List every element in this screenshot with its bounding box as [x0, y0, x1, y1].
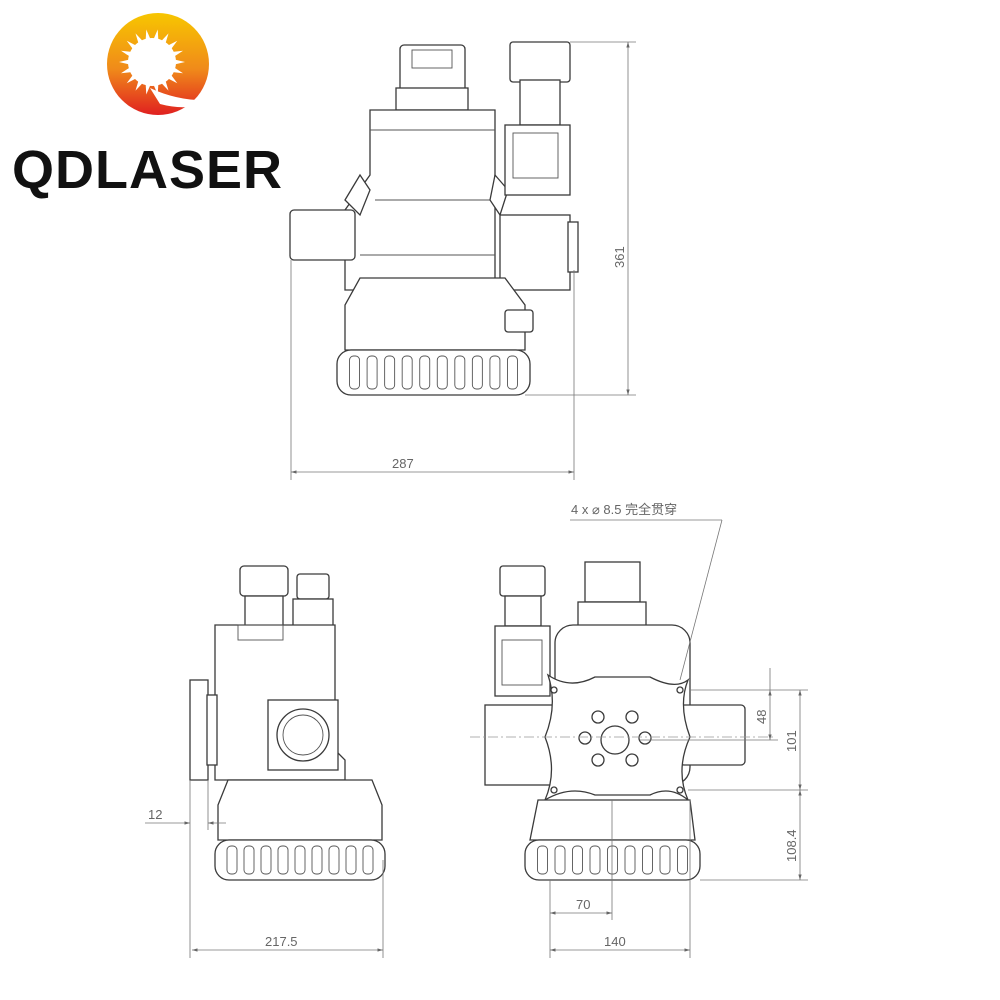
dim-140: 140 — [604, 934, 626, 949]
grip-ridge — [677, 845, 688, 875]
brand-name: QDLASER — [12, 140, 283, 200]
front-view — [289, 41, 579, 396]
grip-ridge — [345, 845, 357, 875]
dim-70: 70 — [576, 897, 590, 912]
grip-ridge — [642, 845, 653, 875]
mounting-hole — [591, 753, 605, 767]
hole-note: 4 x ⌀ 8.5 完全贯穿 — [571, 502, 677, 517]
grip-ridge — [311, 845, 323, 875]
dim-101: 101 — [784, 730, 799, 752]
grip-ridge — [507, 355, 518, 390]
mounting-hole — [578, 731, 592, 745]
rear-view — [470, 561, 775, 881]
dim-108-4: 108.4 — [784, 829, 799, 862]
side-view — [189, 565, 386, 881]
grip-ridge — [277, 845, 289, 875]
mounting-hole — [625, 710, 639, 724]
grip-ridge — [572, 845, 583, 875]
mounting-hole — [550, 686, 558, 694]
dim-287: 287 — [392, 456, 414, 471]
grip-ridge — [260, 845, 272, 875]
grip-ridge — [489, 355, 501, 390]
grip-ridge — [328, 845, 340, 875]
grip-ridge — [436, 355, 448, 390]
dim-12: 12 — [148, 807, 162, 822]
dim-361: 361 — [612, 246, 627, 268]
grip-ridge — [419, 355, 431, 390]
mounting-hole — [591, 710, 605, 724]
grip-ridge — [607, 845, 618, 875]
grip-ridge — [294, 845, 306, 875]
grip-ridge — [659, 845, 671, 875]
mounting-hole — [550, 786, 558, 794]
grip-ridge — [226, 845, 238, 875]
grip-ridge — [589, 845, 601, 875]
mounting-hole — [625, 753, 639, 767]
grip-ridge — [537, 845, 548, 875]
mounting-hole — [638, 731, 652, 745]
grip-ridge — [471, 355, 483, 390]
grip-ridge — [362, 845, 374, 875]
grip-ridge — [243, 845, 255, 875]
brand-logo: QDLASER — [12, 13, 283, 200]
grip-ridge — [384, 355, 396, 390]
grip-ridge — [349, 355, 360, 390]
grip-ridge — [366, 355, 378, 390]
grip-ridge — [624, 845, 636, 875]
mounting-hole — [676, 786, 684, 794]
grip-ridge — [401, 355, 413, 390]
grip-ridge — [454, 355, 466, 390]
grip-ridge — [554, 845, 566, 875]
dimensions: 287 361 217.5 12 70 140 48 101 108.4 4 x — [145, 41, 808, 958]
dim-48: 48 — [754, 710, 769, 724]
dim-217-5: 217.5 — [265, 934, 298, 949]
mounting-hole — [676, 686, 684, 694]
